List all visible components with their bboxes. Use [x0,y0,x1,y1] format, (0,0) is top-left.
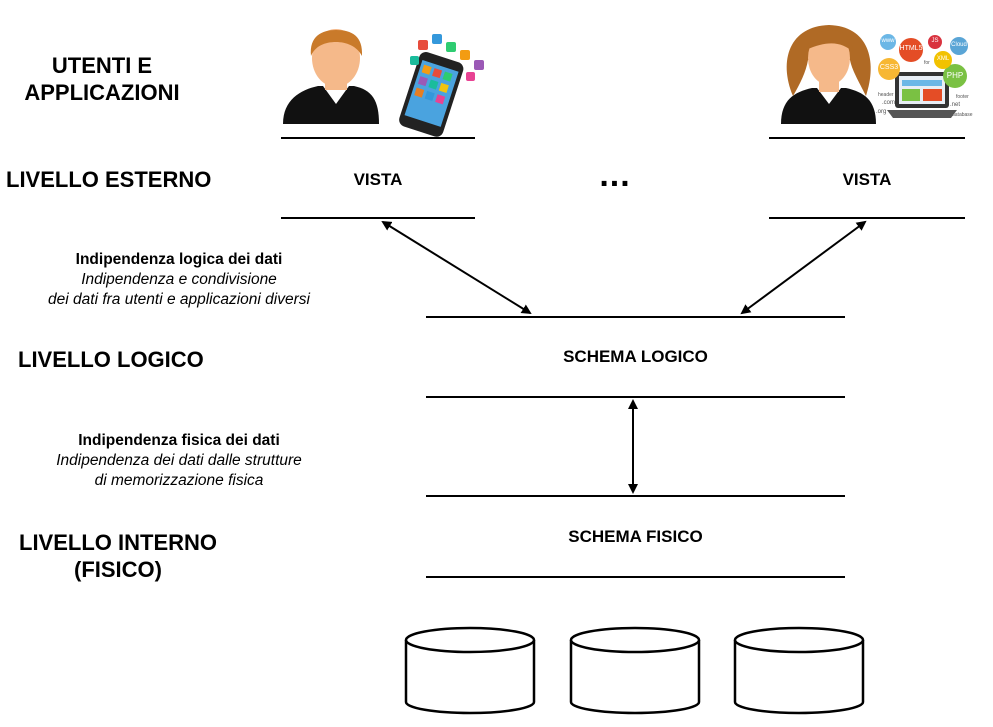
level-label-internal: LIVELLO INTERNO (FISICO) [19,530,217,582]
arrow-right-view-to-logical [740,220,867,315]
view-right-label: VISTA [842,170,892,189]
database-cylinder-1-icon [404,626,536,715]
logical-independence-line1: Indipendenza e condivisione [81,271,277,288]
logical-schema-bottom-line [426,396,845,398]
tech-database-text: database [952,112,973,118]
logical-schema-label: SCHEMA LOGICO [563,347,708,366]
physical-schema-top-line [426,495,845,497]
view-left-bottom-line [281,217,475,219]
level-label-external: LIVELLO ESTERNO [6,167,212,192]
view-left-top-line [281,137,475,139]
logical-independence-line2: dei dati fra utenti e applicazioni diver… [48,291,310,308]
tech-xml-text: XML [936,56,950,62]
tech-header-text: header [878,92,894,98]
database-cylinder-2-icon [569,626,701,715]
tech-css3-text: CSS3 [879,64,899,71]
logical-schema-top-line [426,316,845,318]
tech-cloud-text: Cloud [951,42,967,48]
physical-schema-bottom-line [426,576,845,578]
tech-com-text: .com [882,100,896,106]
database-cylinder-3-icon [733,626,865,715]
tech-js-text: JS [931,38,939,44]
physical-independence-note: Indipendenza fisica dei dati Indipendenz… [0,431,358,491]
view-left-label: VISTA [353,170,403,189]
tech-php-text: PHP [946,71,964,80]
tech-for-text: for [924,60,930,66]
smartphone-apps-icon [399,34,484,137]
logical-independence-title: Indipendenza logica dei dati [75,251,283,268]
physical-schema-label: SCHEMA FISICO [568,527,703,546]
level-label-logical: LIVELLO LOGICO [18,347,204,372]
physical-independence-title: Indipendenza fisica dei dati [78,432,280,449]
arrow-left-view-to-logical [381,220,532,315]
physical-independence-line1: Indipendenza dei dati dalle strutture [56,452,302,469]
web-technologies-icon [878,34,968,118]
tech-footer-text: footer [956,94,969,100]
view-right-bottom-line [769,217,965,219]
logical-independence-note: Indipendenza logica dei dati Indipendenz… [0,250,358,310]
level-label-users: UTENTI E APPLICAZIONI [24,53,180,105]
view-right-top-line [769,137,965,139]
tech-net-text: .net [950,102,961,108]
tech-www-text: www [881,38,895,44]
male-user-icon [283,29,379,124]
tech-html5-text: HTML5 [899,45,923,52]
views-ellipsis: ... [599,156,631,194]
physical-independence-line2: di memorizzazione fisica [94,472,264,489]
tech-org-text: .org [876,109,887,115]
female-user-icon [781,25,876,124]
